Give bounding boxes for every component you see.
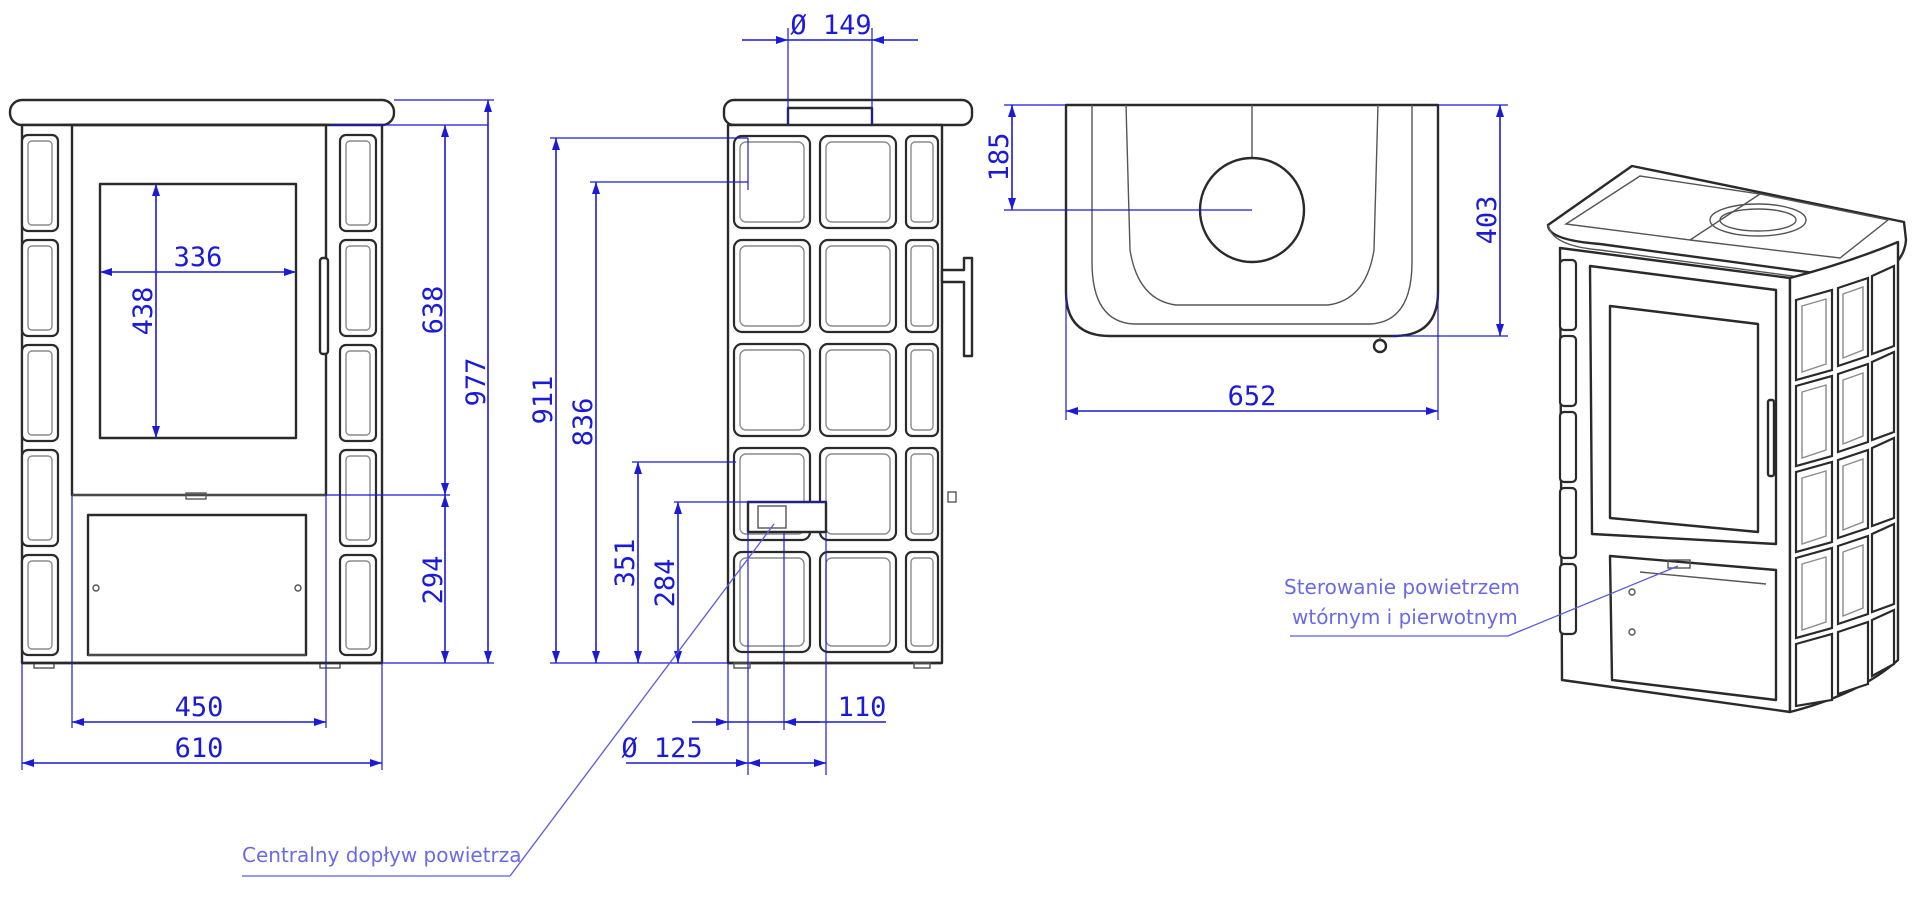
iso-left-tiles: [1558, 258, 1578, 636]
front-door-handle: [318, 256, 330, 356]
iso-front-glass: [1608, 304, 1760, 534]
top-handle-knob: [1372, 338, 1388, 354]
dim-width-610: 610: [175, 733, 224, 764]
side-tiles: [732, 134, 940, 654]
dim-height-294: 294: [418, 556, 449, 605]
dim-top-flue-offset: 185: [984, 133, 1015, 182]
top-view: [1064, 103, 1440, 354]
front-door-glass: [98, 182, 298, 440]
iso-flue-ring: [1709, 203, 1807, 237]
iso-door-handle: [1766, 398, 1776, 478]
front-left-tiles: [20, 133, 60, 657]
dim-top-width: 652: [1228, 381, 1277, 412]
dim-total-height: 977: [461, 358, 492, 407]
dim-flue-diameter: Ø 149: [790, 10, 871, 41]
dim-air-inlet-offset: 110: [838, 692, 887, 723]
dim-width-450: 450: [175, 692, 224, 723]
dim-side-836: 836: [568, 398, 599, 447]
front-top-plate: [8, 98, 396, 127]
side-air-inlet: [746, 500, 828, 534]
dim-top-depth: 403: [1472, 196, 1503, 245]
dim-glass-width: 336: [174, 242, 223, 273]
dim-air-inlet-diameter: Ø 125: [621, 733, 702, 764]
front-view: [8, 98, 396, 669]
dim-side-351: 351: [610, 539, 641, 588]
iso-body-front: [1558, 246, 1792, 714]
front-view-dimensions: 336 438 638 294 977 450 610: [21, 99, 494, 770]
isometric-view: Sterowanie powietrzem wtórnym i pierwotn…: [1284, 164, 1908, 714]
side-view: [722, 98, 974, 669]
iso-side-tiles: [1794, 264, 1896, 708]
top-view-dimensions: 185 403 652: [984, 104, 1508, 420]
central-air-supply-label: Centralny dopływ powietrza: [242, 843, 522, 867]
dim-side-911: 911: [528, 376, 559, 425]
air-control-label-line1: Sterowanie powietrzem: [1284, 575, 1520, 599]
front-body: [20, 123, 384, 665]
iso-lower-compartment: [1608, 554, 1778, 702]
iso-air-control-lever: [1667, 559, 1691, 569]
dim-height-638: 638: [418, 286, 449, 335]
dim-side-284: 284: [650, 559, 681, 608]
front-right-tiles: [338, 133, 378, 657]
dim-glass-height: 438: [128, 287, 159, 336]
side-door-handle: [940, 256, 974, 358]
air-control-label-line2: wtórnym i pierwotnym: [1292, 605, 1518, 629]
iso-front-door: [1588, 264, 1778, 546]
side-view-dimensions: Ø 149 911 836 351 284 110 Ø 125: [242, 10, 918, 877]
